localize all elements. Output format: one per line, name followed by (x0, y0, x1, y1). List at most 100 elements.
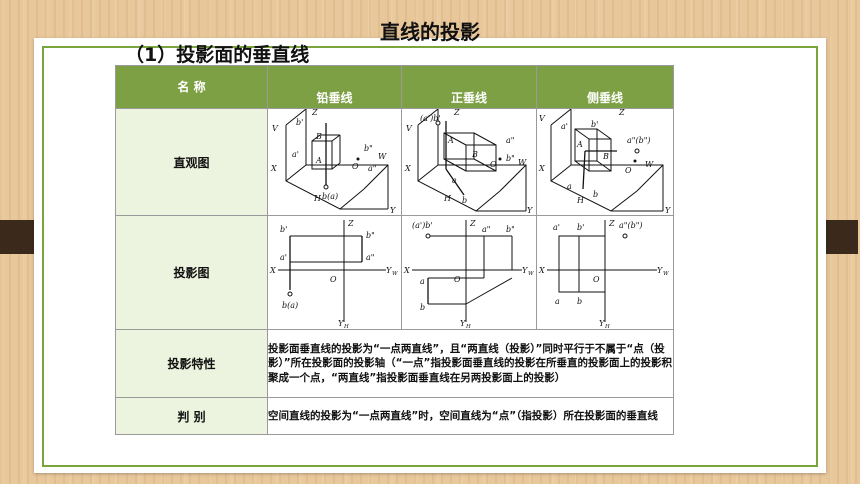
label-H: H (313, 194, 322, 203)
property-text: 投影面垂直线的投影为“一点两直线”，且“两直线（投影）”同时平行于不属于“点（投… (267, 329, 674, 398)
label-a-double-prime: a" (368, 164, 376, 173)
label-b-double-prime: b" (364, 144, 373, 153)
label-a-b-double-prime: a"(b") (627, 136, 651, 145)
label-B: B (315, 132, 322, 141)
label-X: X (269, 266, 276, 275)
label-a: a (555, 297, 560, 306)
header-row: 名 称 铅垂线 正垂线 侧垂线 (115, 65, 674, 109)
label-a-prime-b-prime: (a')b' (412, 221, 433, 230)
label-A: A (315, 156, 322, 165)
label-b-double-prime: b" (506, 154, 515, 163)
label-O: O (454, 275, 461, 284)
projection-profile-perpendicular: a' b' Z a"(b") X O Y W a b Y H (536, 215, 674, 330)
intuitive-row: 直观图 (115, 108, 674, 216)
label-Y-W: Y (657, 266, 663, 275)
label-b-prime: b' (296, 118, 303, 127)
label-b: b (577, 297, 582, 306)
label-Z: Z (453, 109, 460, 117)
label-O: O (352, 162, 359, 171)
label-X: X (538, 164, 545, 173)
label-b-prime: b' (591, 120, 598, 129)
pictorial-figure-3: V Z a' b' a"(b") A B O W X a b H Y (538, 109, 671, 215)
label-a-double-prime: a" (506, 136, 514, 145)
label-X: X (404, 164, 411, 173)
header-profile-perpendicular: 侧垂线 (536, 65, 674, 109)
label-Y-W: Y (386, 266, 392, 275)
label-a-double-prime: a" (366, 253, 374, 262)
label-Y-W-sub: W (528, 271, 535, 277)
projection-figure-2: (a')b' Z a" b" X O Y W a b Y H (403, 219, 535, 329)
label-Y-W: Y (522, 266, 528, 275)
label-O: O (593, 275, 600, 284)
label-W: W (378, 152, 387, 161)
label-Y-W-sub: W (663, 271, 670, 277)
label-Z: Z (469, 219, 476, 228)
judge-text: 空间直线的投影为“一点两直线”时，空间直线为“点”（指投影）所在投影面的垂直线 (267, 397, 674, 435)
judge-row: 判 别 空间直线的投影为“一点两直线”时，空间直线为“点”（指投影）所在投影面的… (115, 397, 674, 435)
label-V: V (539, 114, 546, 123)
label-a-prime: a' (561, 122, 568, 131)
pictorial-profile-perpendicular: V Z a' b' a"(b") A B O W X a b H Y (536, 108, 674, 216)
label-Y-H: Y (599, 319, 605, 328)
judge-label: 判 别 (115, 397, 268, 435)
label-b-prime: b' (280, 225, 287, 234)
label-a-prime: a' (292, 150, 299, 159)
label-b-prime: b' (577, 223, 584, 232)
pictorial-vertical-line: V b' a' Z B A O b" a" W X H b(a) Y (267, 108, 402, 216)
label-a-prime: a' (280, 253, 287, 262)
label-b: b (420, 303, 425, 312)
label-a-b-double-prime: a"(b") (619, 221, 643, 230)
label-Y-H: Y (338, 319, 344, 328)
label-X: X (538, 266, 545, 275)
projection-label: 投影图 (115, 215, 268, 330)
label-Y-H-sub: H (465, 324, 471, 329)
label-X: X (403, 266, 410, 275)
label-a: a (420, 277, 425, 286)
projection-figure-3: a' b' Z a"(b") X O Y W a b Y H (538, 219, 670, 329)
label-a-double-prime: a" (482, 225, 490, 234)
label-a-prime: a' (553, 223, 560, 232)
label-O: O (330, 275, 337, 284)
label-X: X (270, 164, 277, 173)
label-Y-H-sub: H (604, 324, 610, 329)
section-subtitle: （1）投影面的垂直线 (125, 44, 310, 66)
header-vertical-line: 铅垂线 (267, 65, 402, 109)
label-W: W (645, 160, 654, 169)
label-b-double-prime: b" (366, 231, 375, 240)
header-frontal-perpendicular: 正垂线 (401, 65, 537, 109)
label-Z: Z (347, 219, 354, 228)
pictorial-frontal-perpendicular: V (a')b' Z A B a" b" O W X a b H Y (401, 108, 537, 216)
label-Z: Z (608, 219, 615, 228)
label-b-double-prime: b" (506, 225, 515, 234)
perpendicular-line-table: 名 称 铅垂线 正垂线 侧垂线 直观图 (115, 65, 674, 435)
property-label: 投影特性 (115, 329, 268, 398)
label-Y: Y (665, 206, 671, 215)
label-a-prime-b-prime: (a')b' (420, 114, 441, 123)
label-B: B (602, 152, 609, 161)
label-B: B (471, 150, 478, 159)
label-V: V (406, 124, 413, 133)
label-b-a: b(a) (282, 301, 298, 310)
header-name: 名 称 (115, 65, 268, 109)
label-Z: Z (618, 109, 625, 117)
label-Y-H-sub: H (343, 324, 349, 329)
intuitive-label: 直观图 (115, 108, 268, 216)
label-a: a (567, 182, 572, 191)
projection-figure-1: b' Z b" a' a" X O Y W b(a) Y H (269, 219, 399, 329)
label-Y-W-sub: W (392, 271, 399, 277)
projection-vertical-line: b' Z b" a' a" X O Y W b(a) Y H (267, 215, 402, 330)
pictorial-figure-2: V (a')b' Z A B a" b" O W X a b H Y (404, 109, 533, 215)
label-a: a (452, 176, 457, 185)
label-Y-H: Y (460, 319, 466, 328)
label-b-a: b(a) (322, 192, 338, 201)
slide-frame (42, 46, 818, 467)
label-b: b (462, 196, 467, 205)
label-A: A (447, 136, 454, 145)
pictorial-figure-1: V b' a' Z B A O b" a" W X H b(a) Y (270, 109, 396, 215)
label-Z: Z (311, 109, 318, 117)
label-b: b (593, 190, 598, 199)
projection-frontal-perpendicular: (a')b' Z a" b" X O Y W a b Y H (401, 215, 537, 330)
label-H: H (443, 194, 452, 203)
label-W: W (518, 158, 527, 167)
label-O: O (625, 166, 632, 175)
